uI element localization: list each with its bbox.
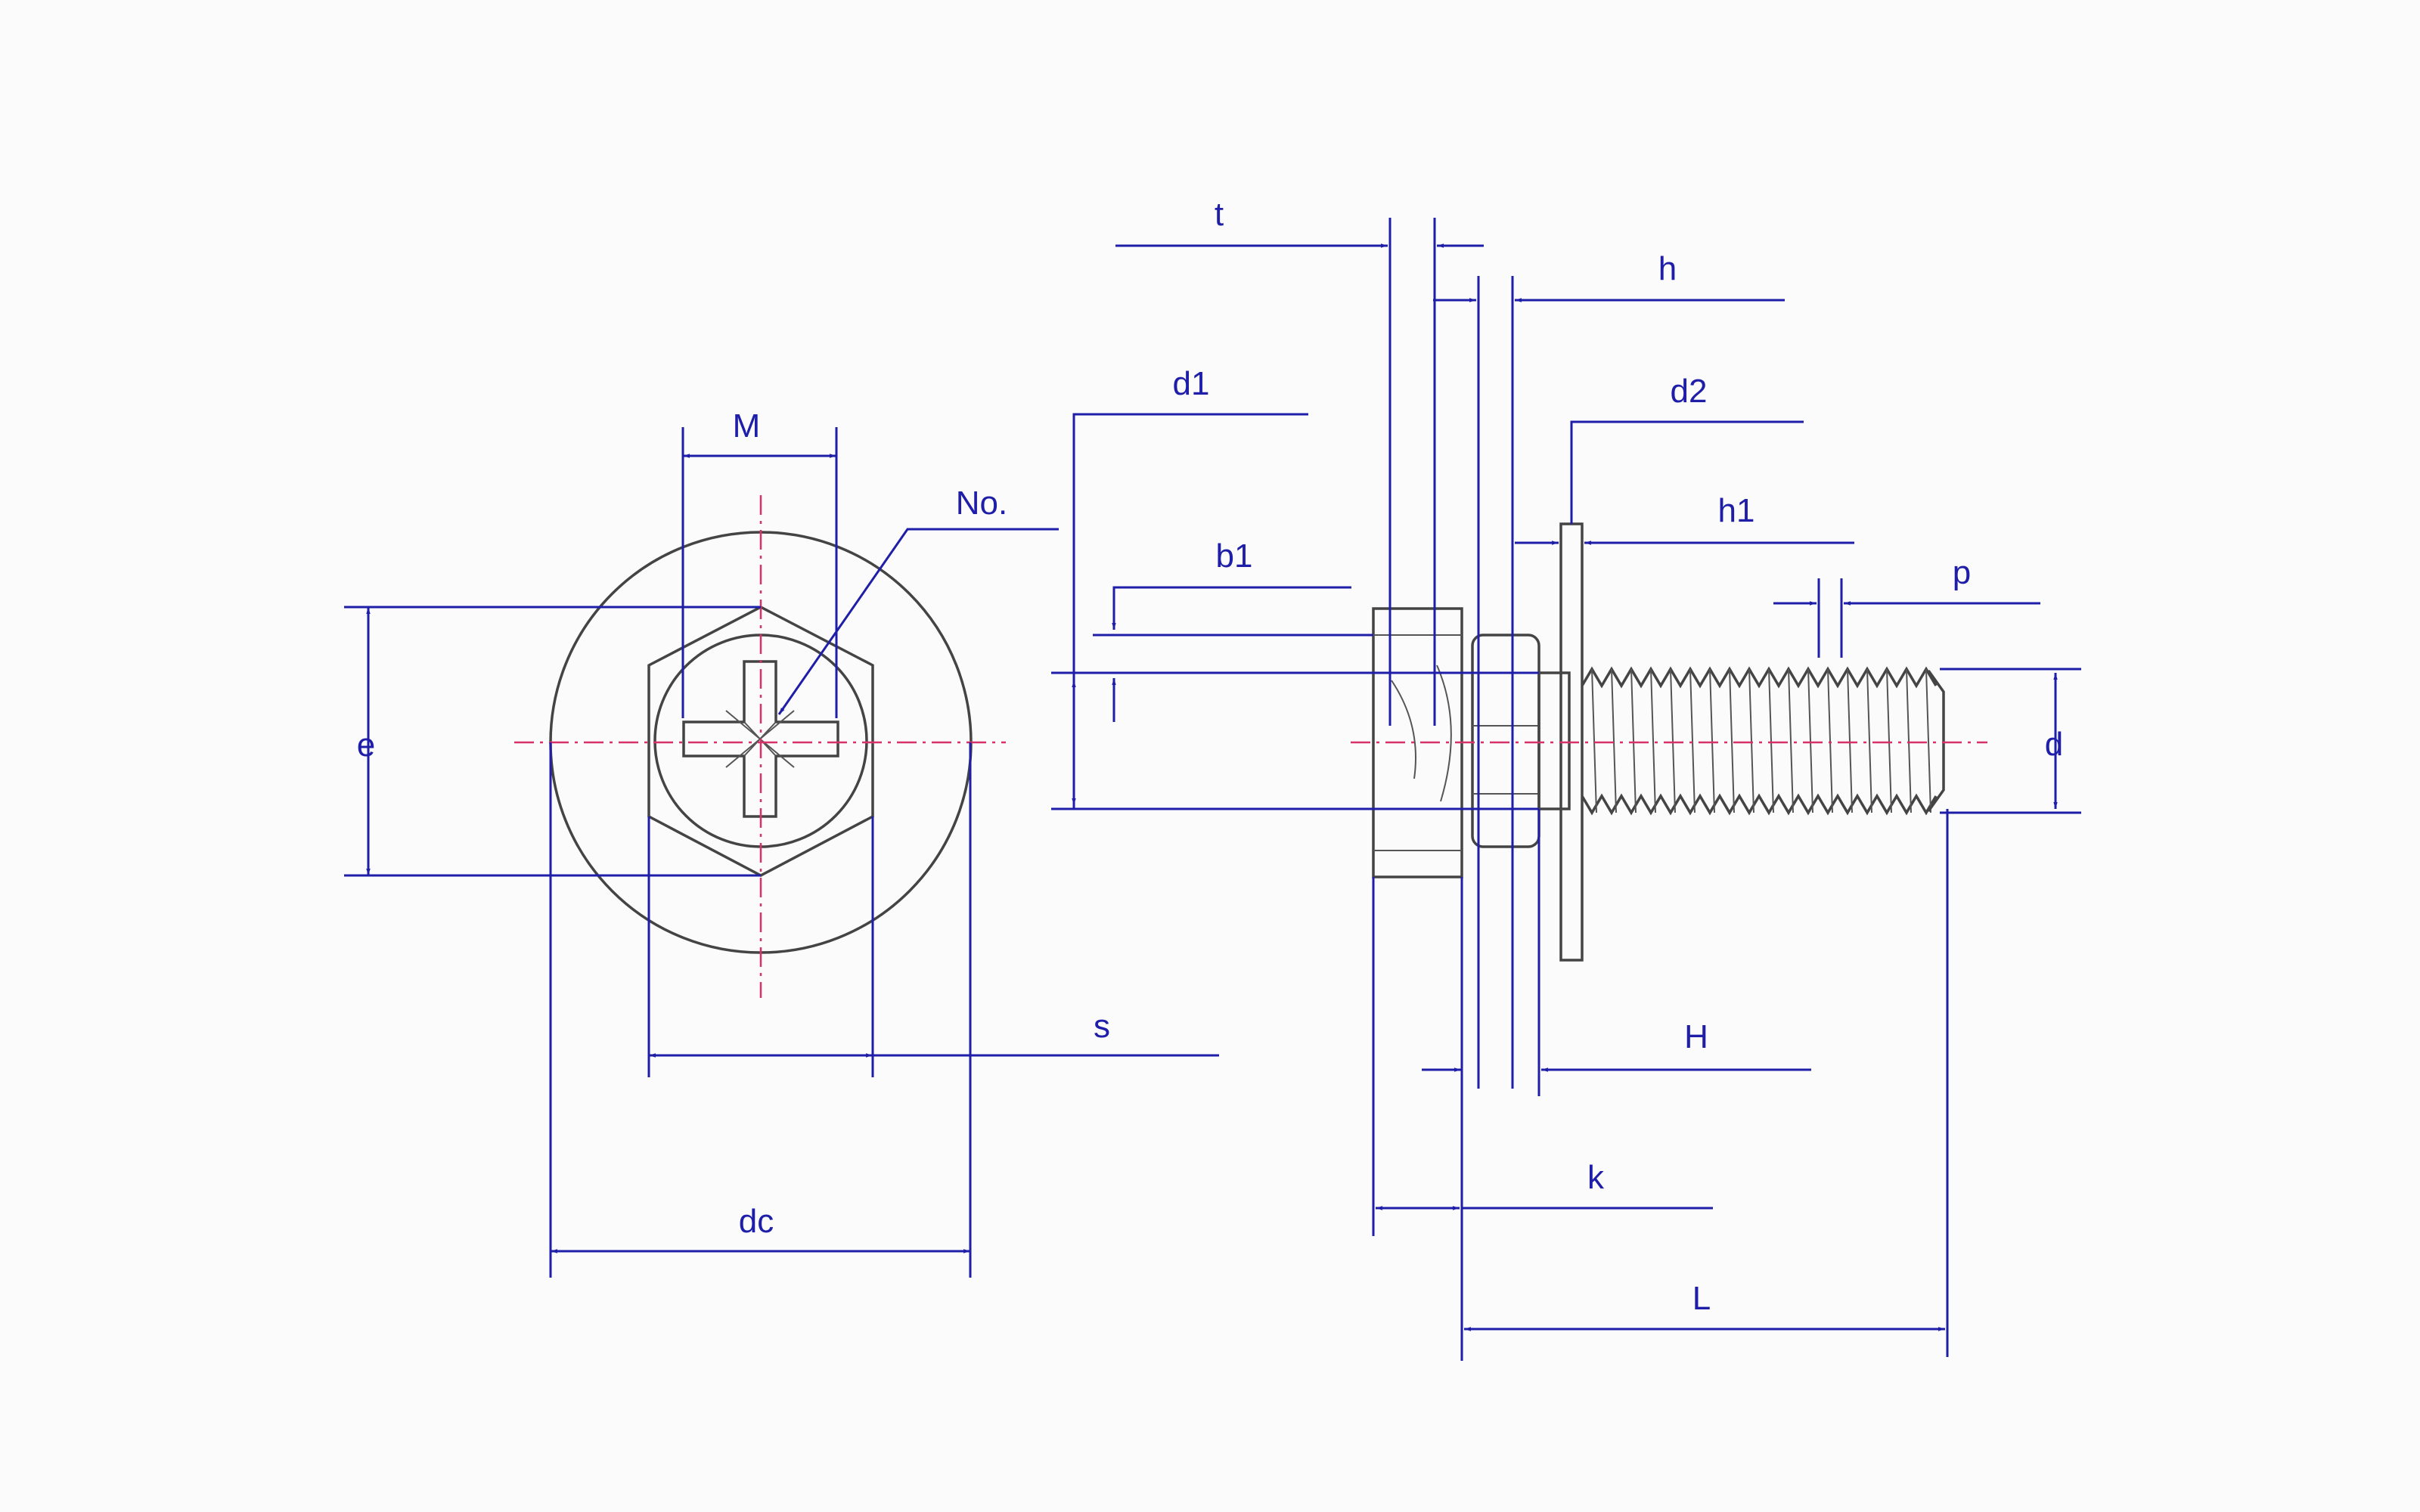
label-b1: b1 — [1216, 538, 1253, 575]
label-M: M — [733, 407, 761, 445]
thread — [1581, 666, 1945, 816]
label-p: p — [1953, 554, 1971, 591]
label-h: h — [1658, 250, 1677, 287]
label-d2: d2 — [1671, 373, 1708, 410]
label-s: s — [1094, 1008, 1110, 1045]
label-H: H — [1684, 1018, 1708, 1055]
label-No: No. — [956, 485, 1007, 522]
label-k: k — [1587, 1159, 1605, 1196]
screw-shank — [1537, 671, 1571, 810]
front-view: M No. e s dc — [344, 407, 1219, 1278]
label-d1: d1 — [1173, 365, 1210, 402]
label-dc: dc — [739, 1203, 774, 1240]
label-h1: h1 — [1718, 492, 1755, 529]
label-e: e — [357, 727, 375, 764]
side-view: t h d1 d2 h1 b1 p d — [1051, 196, 2081, 1361]
label-L: L — [1692, 1280, 1711, 1317]
label-d: d — [2045, 726, 2063, 763]
leader-No — [777, 528, 1059, 715]
label-t: t — [1215, 196, 1224, 233]
spring-washer — [1471, 634, 1540, 848]
dim-d2 — [1570, 420, 1804, 524]
